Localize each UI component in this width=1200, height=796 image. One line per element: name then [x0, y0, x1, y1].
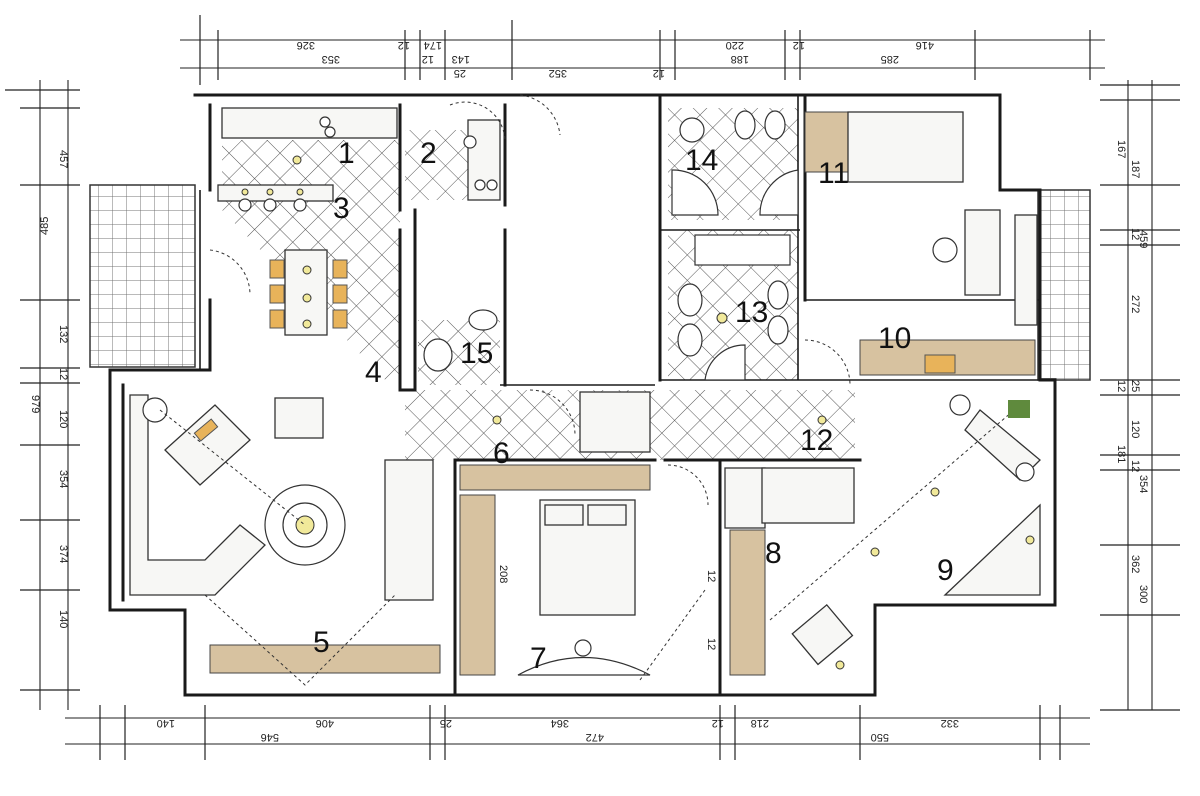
dim-right-9: 181: [1115, 445, 1127, 463]
dim-top-10: 220: [726, 39, 744, 51]
dim-top-11: 188: [731, 53, 749, 65]
dim-left-9: 140: [57, 610, 69, 628]
dim-top-8: 352: [549, 67, 567, 79]
wc-15-fixtures: [423, 309, 498, 372]
interior-dimensions: 208 12 12: [497, 565, 717, 650]
bedroom-7-furniture: [459, 464, 706, 681]
dim-right-11: 354: [1137, 475, 1149, 493]
kitchen-counters: [217, 107, 398, 212]
dim-left-6: 120: [57, 410, 69, 428]
room-8-furniture: [724, 467, 855, 676]
dim-right-12: 362: [1129, 555, 1141, 573]
dim-left-7: 354: [57, 470, 69, 488]
dim-left-2: 485: [39, 217, 51, 235]
room-label-15: 15: [460, 337, 493, 370]
dim-right-2: 187: [1129, 160, 1141, 178]
room-label-14: 14: [685, 144, 718, 177]
room-label-1: 1: [338, 137, 355, 170]
dim-left-4: 12: [57, 368, 69, 380]
living-room-5-furniture: [129, 394, 441, 686]
dim-right-10: 12: [1129, 460, 1141, 472]
room-label-13: 13: [735, 296, 768, 329]
dim-interior-3: 12: [705, 638, 717, 650]
dim-top-12: 12: [793, 39, 805, 51]
room-label-6: 6: [493, 437, 510, 470]
dim-left-3: 132: [57, 325, 69, 343]
dim-bottom-3: 406: [316, 717, 334, 729]
dimension-labels-right: 167 187 459 12 272 25 12 120 181 12 354 …: [1115, 140, 1149, 603]
bedroom-10-furniture: [804, 111, 1038, 386]
dim-top-1: 326: [297, 39, 315, 51]
dining-table: [269, 249, 348, 336]
room-labels: 1 2 3 4 5 6 7 8 9 10 11 12 13 14 15: [313, 137, 954, 675]
room-label-5: 5: [313, 626, 330, 659]
dim-top-14: 285: [881, 53, 899, 65]
dim-top-3: 12: [398, 39, 410, 51]
dimension-labels-left: 457 485 132 12 979 120 354 374 140: [29, 150, 69, 628]
dim-top-13: 416: [916, 39, 934, 51]
dim-top-7: 25: [454, 67, 466, 79]
dim-left-1: 457: [57, 150, 69, 168]
dim-left-5: 979: [29, 395, 41, 413]
dim-interior-1: 208: [497, 565, 509, 583]
room-label-10: 10: [878, 322, 911, 355]
dim-right-6: 25: [1129, 380, 1141, 392]
dim-bottom-6: 472: [586, 731, 604, 743]
dimension-labels-bottom: 140 546 406 25 364 472 12 218 550 332: [157, 717, 959, 743]
dimension-lines: [5, 15, 1180, 760]
dim-right-4: 12: [1129, 228, 1141, 240]
dim-top-9: 12: [653, 67, 665, 79]
dim-top-6: 143: [452, 53, 470, 65]
dim-bottom-4: 25: [440, 717, 452, 729]
room-label-12: 12: [800, 424, 833, 457]
room-label-4: 4: [365, 356, 382, 389]
bathroom-13-fixtures: [677, 234, 791, 381]
walls: [108, 93, 1057, 697]
room-label-7: 7: [530, 642, 547, 675]
dim-top-5: 12: [422, 53, 434, 65]
room-label-9: 9: [937, 554, 954, 587]
room-9-furniture: [769, 394, 1041, 670]
dim-right-8: 120: [1129, 420, 1141, 438]
dim-right-1: 167: [1115, 140, 1127, 158]
dim-left-8: 374: [57, 545, 69, 563]
dim-right-5: 272: [1129, 295, 1141, 313]
hallway-details: [209, 94, 827, 506]
room-label-3: 3: [333, 192, 350, 225]
room-label-2: 2: [420, 137, 437, 170]
dim-bottom-1: 140: [157, 717, 175, 729]
dim-right-7: 12: [1115, 380, 1127, 392]
room-2-fixtures: [463, 119, 501, 201]
dim-bottom-10: 332: [941, 717, 959, 729]
dim-right-3: 459: [1137, 230, 1149, 248]
dim-top-4: 174: [424, 39, 442, 51]
bathroom-14-fixtures: [671, 110, 799, 216]
dim-bottom-9: 550: [871, 731, 889, 743]
dim-bottom-5: 364: [551, 717, 569, 729]
dim-bottom-7: 12: [712, 717, 724, 729]
dim-interior-2: 12: [705, 570, 717, 582]
dimension-labels-top: 326 353 12 174 12 143 25 352 12 220 188 …: [297, 39, 934, 79]
dim-right-13: 300: [1137, 585, 1149, 603]
dim-bottom-2: 546: [261, 731, 279, 743]
dim-top-2: 353: [322, 53, 340, 65]
room-label-8: 8: [765, 537, 782, 570]
dim-bottom-8: 218: [751, 717, 769, 729]
room-label-11: 11: [818, 157, 849, 190]
